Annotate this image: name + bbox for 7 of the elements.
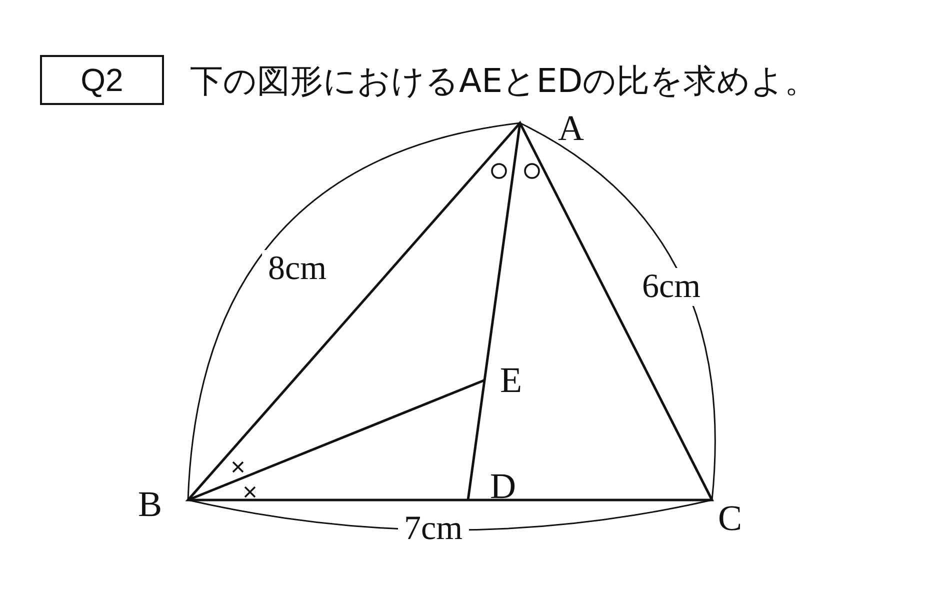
point-label: B bbox=[138, 486, 162, 522]
question-text: 下の図形におけるAEとEDの比を求めよ。 bbox=[190, 64, 818, 97]
point-label: C bbox=[718, 500, 742, 536]
point-label: E bbox=[500, 362, 522, 398]
question-number: Q2 bbox=[40, 55, 164, 105]
point-label: A bbox=[558, 110, 584, 146]
point-label: D bbox=[490, 468, 516, 504]
